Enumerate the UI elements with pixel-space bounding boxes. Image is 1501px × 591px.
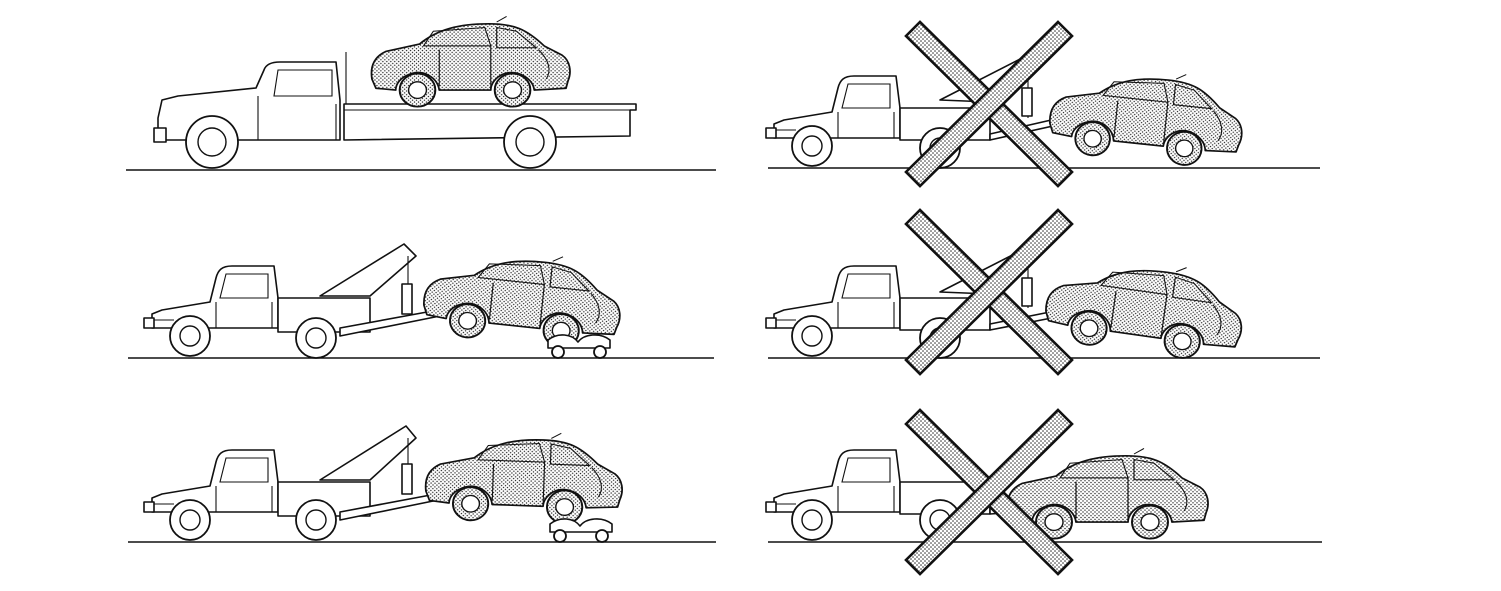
prohibited-x-icon (904, 208, 1074, 376)
scene-wheel-lift-front-dollies (128, 425, 716, 543)
tow-truck (143, 243, 441, 359)
towed-car (423, 427, 625, 527)
car-on-flatbed (370, 15, 571, 108)
scene-flatbed (126, 15, 716, 171)
flatbed-truck (153, 52, 637, 169)
wheel-dolly (549, 518, 613, 543)
prohibited-x-icon (904, 20, 1074, 188)
scene-wheel-lift-rear-dollies (128, 241, 714, 359)
wheel-dolly (547, 334, 611, 359)
scene-sling-front-up (765, 20, 1320, 188)
scene-sling-rear-up (765, 208, 1320, 376)
towed-car (1040, 248, 1250, 367)
scene-flat-tow (765, 408, 1322, 576)
towed-car (1045, 59, 1249, 172)
tow-truck (143, 425, 439, 541)
